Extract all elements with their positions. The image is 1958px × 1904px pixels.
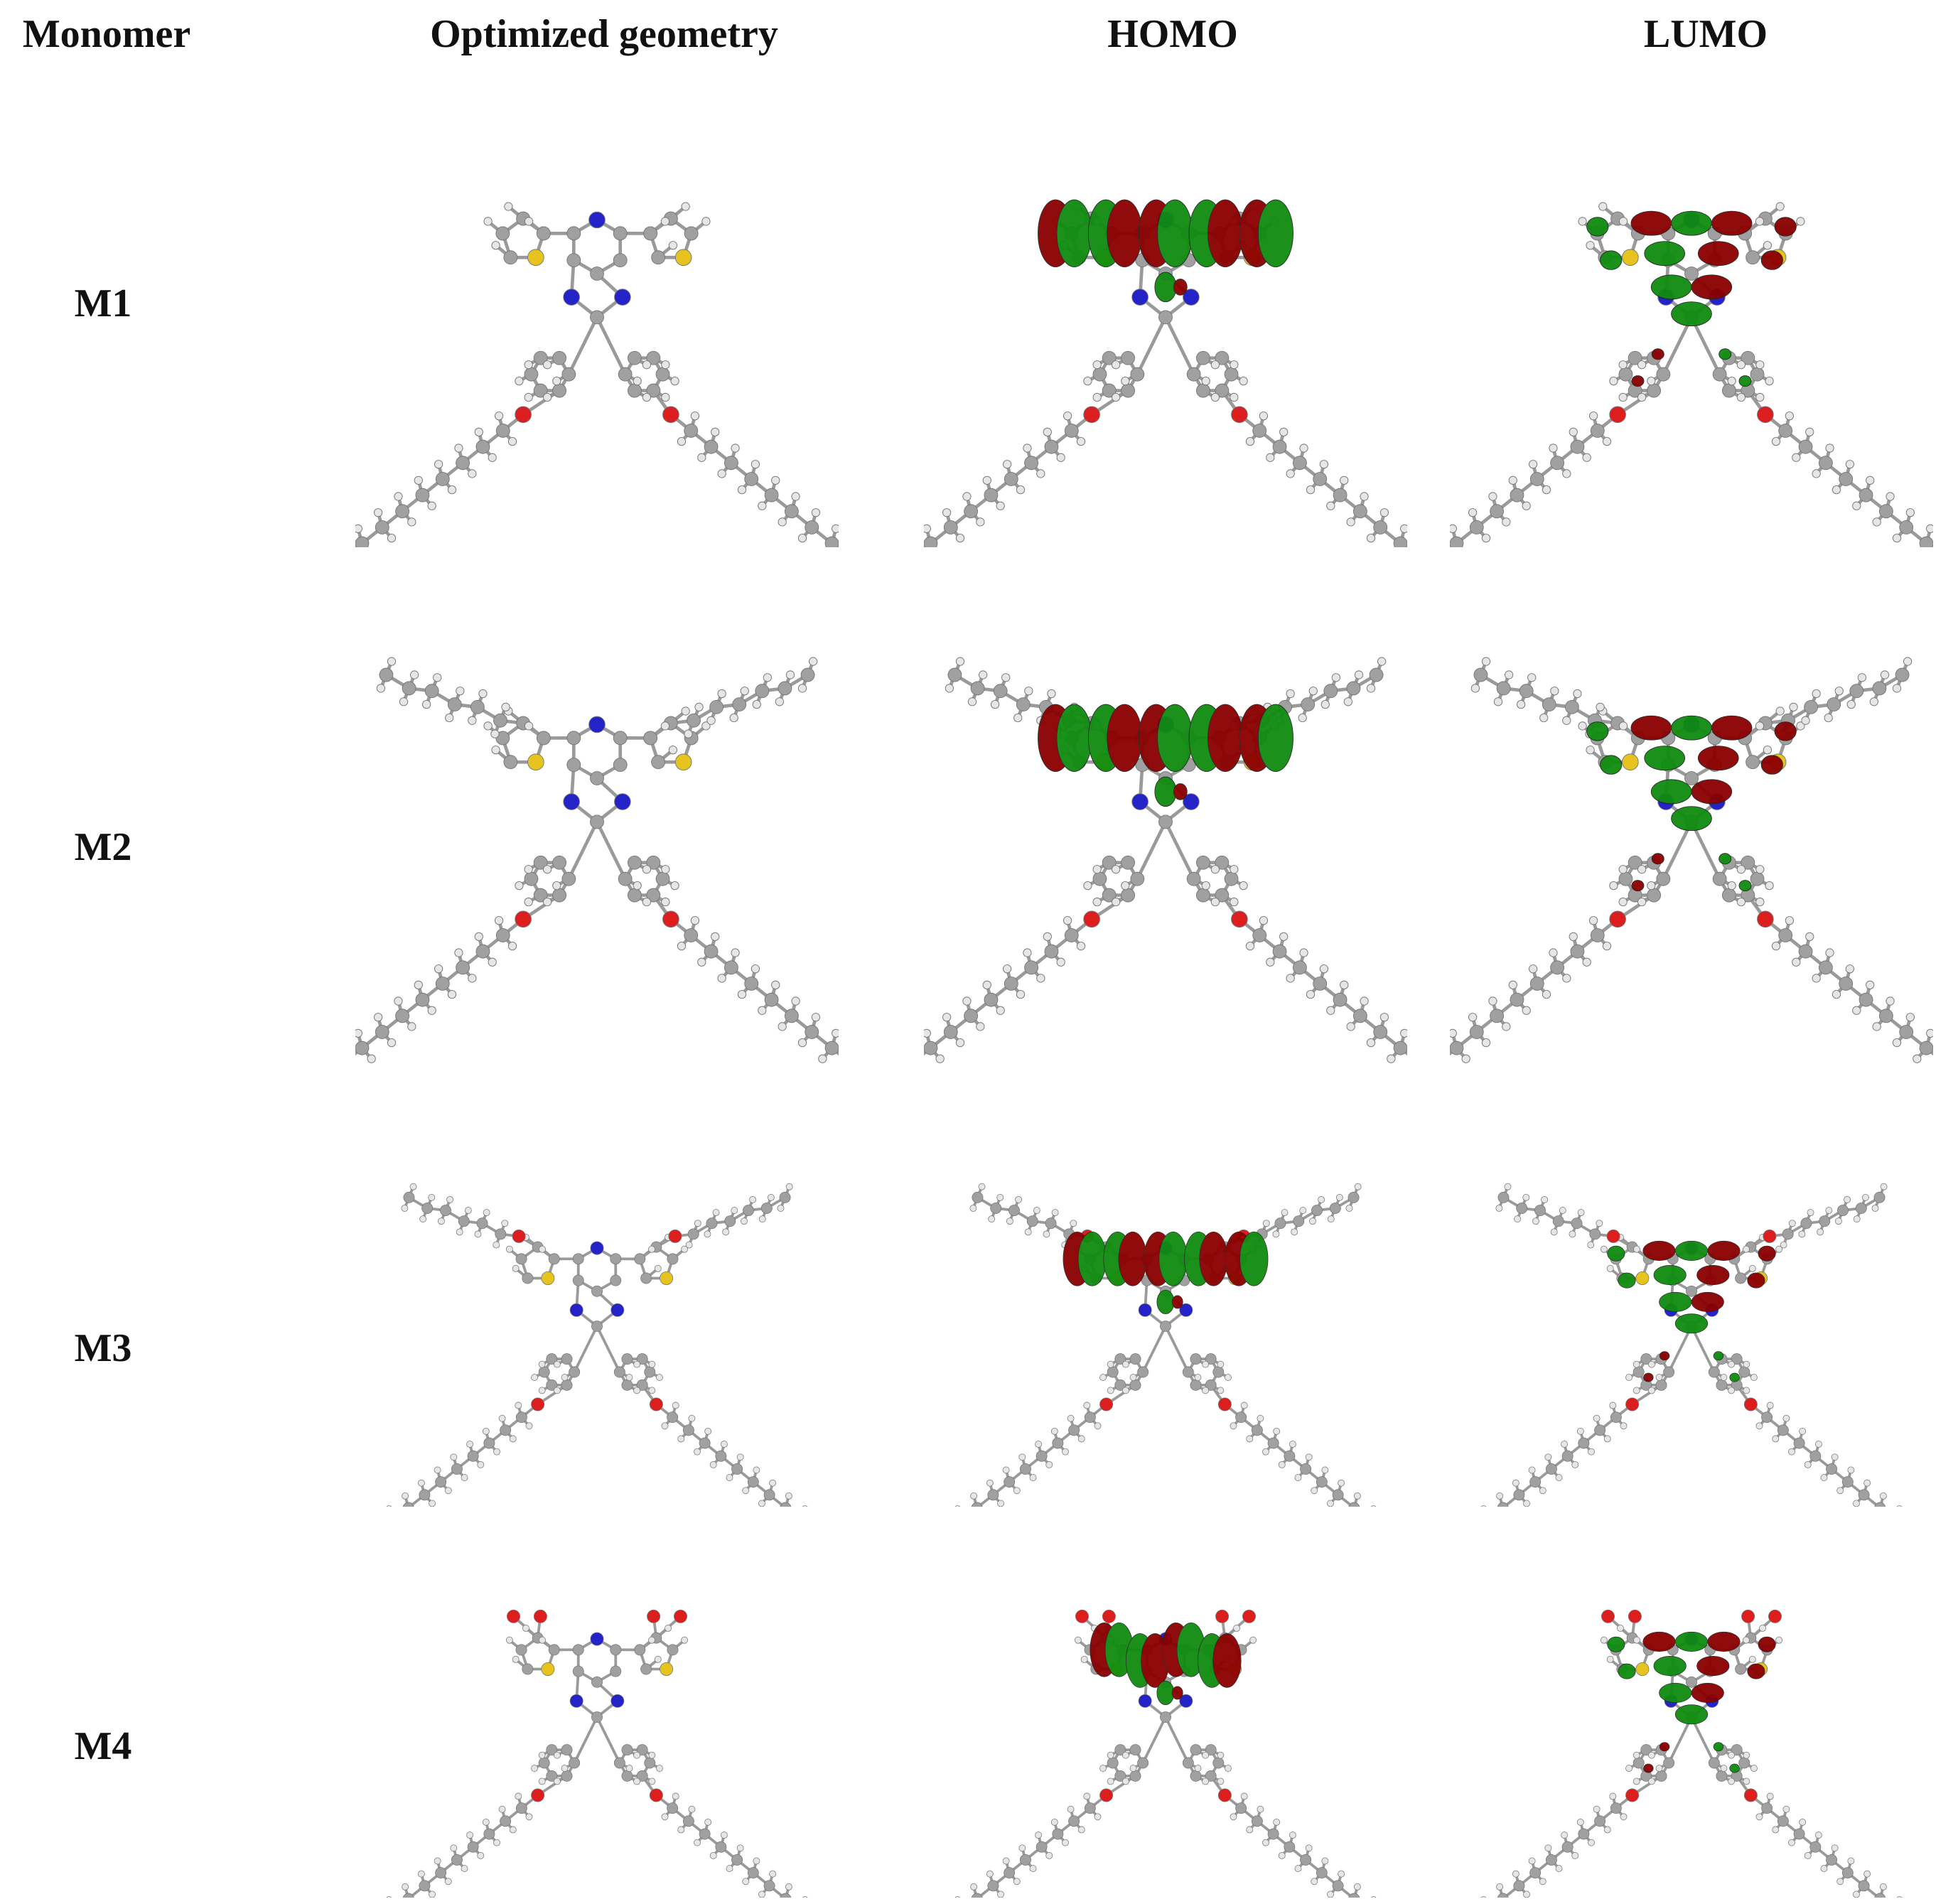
m3-homo-image	[924, 1173, 1407, 1507]
m1-homo-image	[924, 121, 1407, 547]
lumo-lobes	[1607, 1631, 1776, 1773]
atom-group	[954, 1183, 1377, 1507]
bond-group	[403, 1186, 791, 1507]
atom-group	[355, 657, 839, 1063]
lumo-lobes	[1607, 1240, 1776, 1382]
m2-homo-image	[924, 611, 1407, 1066]
molecule-drawing	[924, 199, 1407, 547]
header-optimized-geometry: Optimized geometry	[430, 12, 778, 56]
atom-group	[355, 202, 839, 547]
atom-group	[1450, 202, 1933, 547]
molecule-drawing	[386, 1609, 808, 1898]
row-label-m3: M3	[74, 1326, 132, 1370]
header-monomer: Monomer	[22, 12, 191, 56]
bond-group	[1498, 1615, 1885, 1898]
m1-lumo-image	[1450, 121, 1933, 547]
atom-group	[1480, 1609, 1903, 1898]
molecule-drawing	[1480, 1183, 1903, 1507]
homo-lobes	[1063, 1232, 1269, 1314]
molecule-drawing	[1450, 657, 1933, 1063]
m1-geometry-image	[355, 121, 839, 547]
molecule-drawing	[954, 1609, 1377, 1898]
molecule-drawing	[1450, 202, 1933, 547]
homo-lobes	[1090, 1623, 1242, 1705]
atom-group	[386, 1183, 808, 1507]
m3-lumo-image	[1450, 1173, 1933, 1507]
row-label-m2: M2	[74, 825, 132, 869]
header-homo: HOMO	[1107, 12, 1238, 56]
m3-geometry-image	[355, 1173, 839, 1507]
molecule-drawing	[954, 1183, 1377, 1507]
lumo-lobes	[1586, 715, 1797, 892]
homo-lobes	[1038, 704, 1293, 807]
bond-group	[972, 1186, 1360, 1507]
bond-group	[404, 1615, 790, 1898]
header-lumo: LUMO	[1643, 12, 1768, 56]
molecule-drawing	[386, 1183, 808, 1507]
m2-geometry-image	[355, 611, 839, 1066]
molecule-drawing	[924, 657, 1407, 1063]
row-label-m4: M4	[74, 1724, 132, 1768]
lumo-lobes	[1586, 210, 1797, 387]
molecule-drawing	[355, 657, 839, 1063]
molecule-drawing	[1480, 1609, 1903, 1898]
m2-lumo-image	[1450, 611, 1933, 1066]
m4-lumo-image	[1450, 1564, 1933, 1898]
atom-group	[1480, 1183, 1903, 1507]
bond-group	[1497, 1186, 1886, 1507]
homo-lobes	[1038, 199, 1293, 303]
m4-geometry-image	[355, 1564, 839, 1898]
atom-group	[386, 1609, 808, 1898]
row-label-m1: M1	[74, 281, 132, 326]
m4-homo-image	[924, 1564, 1407, 1898]
molecule-drawing	[355, 202, 839, 547]
